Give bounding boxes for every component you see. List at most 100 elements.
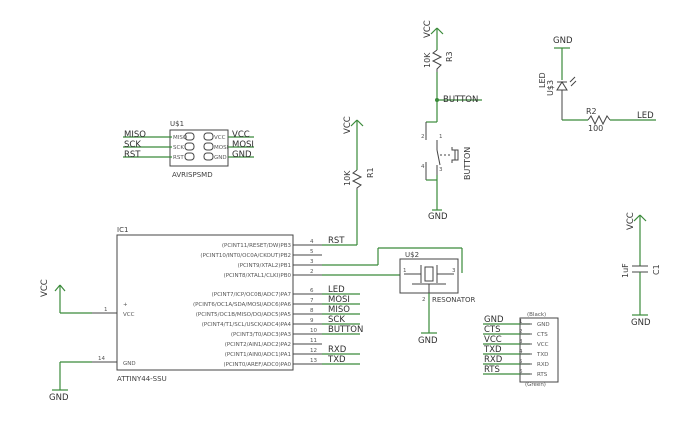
net-label-isp-rst: RST <box>124 150 141 160</box>
ic-pin-num: 4 <box>310 239 314 245</box>
led-diode[interactable] <box>554 47 577 120</box>
vcc-label-r3: VCC <box>423 20 433 38</box>
net-label-mosi: MOSI <box>328 295 350 305</box>
ftdi-pin-name: RXD <box>537 362 549 368</box>
ic-pin-name: (PCINT5/OC1B/MISO/DO/ADC5)PA5 <box>196 312 292 318</box>
ic-pin-num: 10 <box>310 328 317 334</box>
isp-pin-gnd: GND <box>214 155 227 161</box>
ic-pin-vcc-name: VCC <box>123 312 135 318</box>
net-label-ftdi: RXD <box>484 355 503 365</box>
ic-right-wires <box>322 190 463 365</box>
ic-pin-1-num: 1 <box>104 307 108 313</box>
button-ref: BUTTON <box>463 147 472 180</box>
ic-pin-name: (PCINT0/AREF/ADC0)PA0 <box>223 362 291 368</box>
ic-pin-num: 9 <box>310 318 314 324</box>
attiny44-ic[interactable]: IC1 ATTINY44-SSU + VCC GND 1 14 (PCINT11… <box>98 226 317 383</box>
ftdi-pin-num: 6 <box>519 369 523 375</box>
net-label-ftdi: TXD <box>483 345 502 355</box>
ic-pin-num: 12 <box>310 348 317 354</box>
ic-ref: IC1 <box>117 226 128 234</box>
r1-ref: R1 <box>366 167 375 178</box>
ic-gnd-supply <box>52 361 92 391</box>
isp-pin-rst: RST <box>173 155 184 161</box>
button-pin-1: 1 <box>439 134 443 140</box>
ic-pin-num: 6 <box>310 288 314 294</box>
led-sub-ref: U$3 <box>546 80 555 96</box>
resonator[interactable] <box>399 258 459 334</box>
pushbutton[interactable] <box>425 100 459 211</box>
ic-pin-num: 2 <box>310 269 314 275</box>
net-label-ftdi: GND <box>484 315 504 325</box>
gnd-label-c1: GND <box>631 318 651 328</box>
led-ref: LED <box>538 72 547 88</box>
ic-right-pin-numbers: 4 5 3 2 6 7 8 9 10 11 12 13 <box>310 239 317 364</box>
r2-resistor[interactable] <box>562 114 656 126</box>
ic-pin-name: (PCINT2/AIN1/ADC2)PA2 <box>225 342 291 348</box>
r1-resistor[interactable] <box>350 119 364 190</box>
resonator-pin-3: 3 <box>452 268 456 274</box>
vcc-label-ic: VCC <box>40 279 50 297</box>
ic-pin-num: 8 <box>310 308 314 314</box>
gnd-label-resonator: GND <box>418 336 438 346</box>
net-label-rst: RST <box>328 236 345 246</box>
c1-ref: C1 <box>652 264 661 275</box>
button-pin-2: 2 <box>421 134 425 140</box>
net-label-button: BUTTON <box>328 325 363 335</box>
gnd-label-ic: GND <box>49 393 69 403</box>
isp-pin-mosi: MOSI <box>214 145 229 151</box>
ic-pin-name: (PCINT10/INT0/OC0A/CKOUT)PB2 <box>200 253 291 259</box>
net-label-rxd: RXD <box>328 345 347 355</box>
ftdi-pin-name: GND <box>537 322 550 328</box>
ic-pin-num: 3 <box>310 259 314 265</box>
ic-value: ATTINY44-SSU <box>117 375 167 383</box>
ic-pin-gnd-name: GND <box>123 361 136 367</box>
ic-pin-14-num: 14 <box>98 356 105 362</box>
ic-pin-name: (PCINT3/T0/ADC3)PA3 <box>231 332 292 338</box>
ic-pin-num: 7 <box>310 298 314 304</box>
ftdi-pin-num: 4 <box>519 349 523 355</box>
net-label-sck: SCK <box>328 315 345 325</box>
ftdi-pin-name: TXD <box>536 352 548 358</box>
ic-pin-num: 13 <box>310 358 317 364</box>
button-pin-3: 3 <box>439 167 443 173</box>
isp-pin-miso: MISO <box>173 135 188 141</box>
c1-value: 1uF <box>621 263 630 278</box>
resonator-value: RESONATOR <box>432 296 476 304</box>
ic-pin-name: (PCINT6/OC1A/SDA/MOSI/ADC6)PA6 <box>193 302 292 308</box>
r2-ref: R2 <box>586 107 597 116</box>
net-label-isp-gnd: GND <box>232 150 252 160</box>
ftdi-pin-name: VCC <box>537 342 549 348</box>
ic-pin-name: (PCINT4/T1/SCL/USCK/ADC4)PA4 <box>202 322 292 328</box>
ic-pin-name: (PCINT8/XTAL1/CLKI)PB0 <box>224 273 292 279</box>
ic-pin-name: (PCINT7/ICP/OC0B/ADC7)PA7 <box>212 292 292 298</box>
ftdi-pin-name: CTS <box>537 332 548 338</box>
r3-resistor[interactable] <box>430 27 444 100</box>
vcc-label-c1: VCC <box>626 212 636 230</box>
ftdi-pin-num: 3 <box>519 339 523 345</box>
net-label-txd: TXD <box>327 355 346 365</box>
net-label-r3-button: BUTTON <box>443 95 478 105</box>
isp-wires <box>123 136 254 158</box>
ic-right-pin-names: (PCINT11/RESET/DW)PB3 (PCINT10/INT0/OC0A… <box>193 243 292 368</box>
ftdi-pin-stubs <box>520 323 532 375</box>
gnd-label-button: GND <box>428 212 448 222</box>
isp-pin-vcc: VCC <box>214 135 226 141</box>
r1-value: 10K <box>343 170 352 186</box>
net-label-isp-mosi: MOSI <box>232 140 254 150</box>
vcc-label-r1: VCC <box>343 116 353 134</box>
ic-pin-num: 5 <box>310 249 314 255</box>
ftdi-pin-name: RTS <box>537 372 548 378</box>
net-label-isp-vcc: VCC <box>232 130 250 140</box>
isp-header[interactable]: U$1 AVRISPSMD MISO SCK RST VCC MOSI GND <box>169 120 229 179</box>
net-label-ftdi: RTS <box>484 365 500 375</box>
net-label-isp-sck: SCK <box>124 140 141 150</box>
ftdi-header[interactable]: (Black) (Green) GND CTS VCC TXD RXD RTS … <box>519 312 559 388</box>
resonator-pin-1: 1 <box>403 268 407 274</box>
c1-capacitor[interactable] <box>632 214 648 316</box>
isp-value: AVRISPSMD <box>172 171 213 179</box>
ic-plus-mark: + <box>123 302 128 308</box>
ftdi-pin-num: 1 <box>519 319 523 325</box>
net-label-ftdi: VCC <box>484 335 502 345</box>
r3-ref: R3 <box>445 51 454 62</box>
